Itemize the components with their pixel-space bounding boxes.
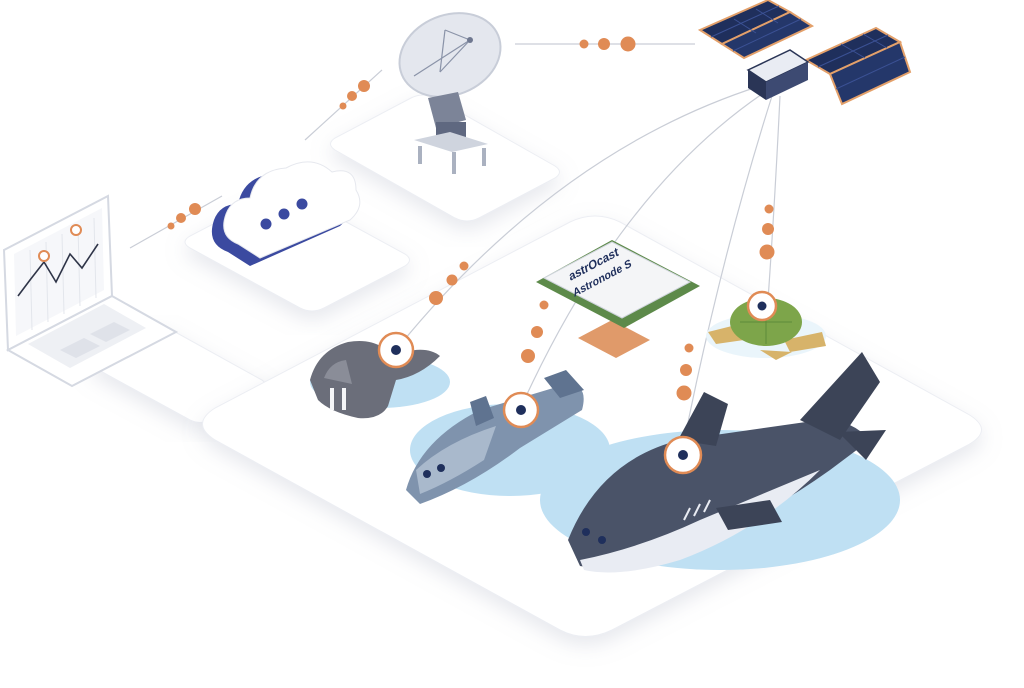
iot-module-chip-icon: astrOcast Astronode S [536,240,700,358]
signal-dots [167,36,775,401]
sea-turtle-icon [706,290,826,360]
laptop-dashboard-icon [2,194,179,388]
satellite-icon [697,0,912,106]
shark-icon [540,352,900,573]
ground-station-dish-icon [398,12,502,174]
ground-station-platform [330,94,560,222]
walrus-icon [310,331,450,419]
cloud-icon [211,161,361,266]
